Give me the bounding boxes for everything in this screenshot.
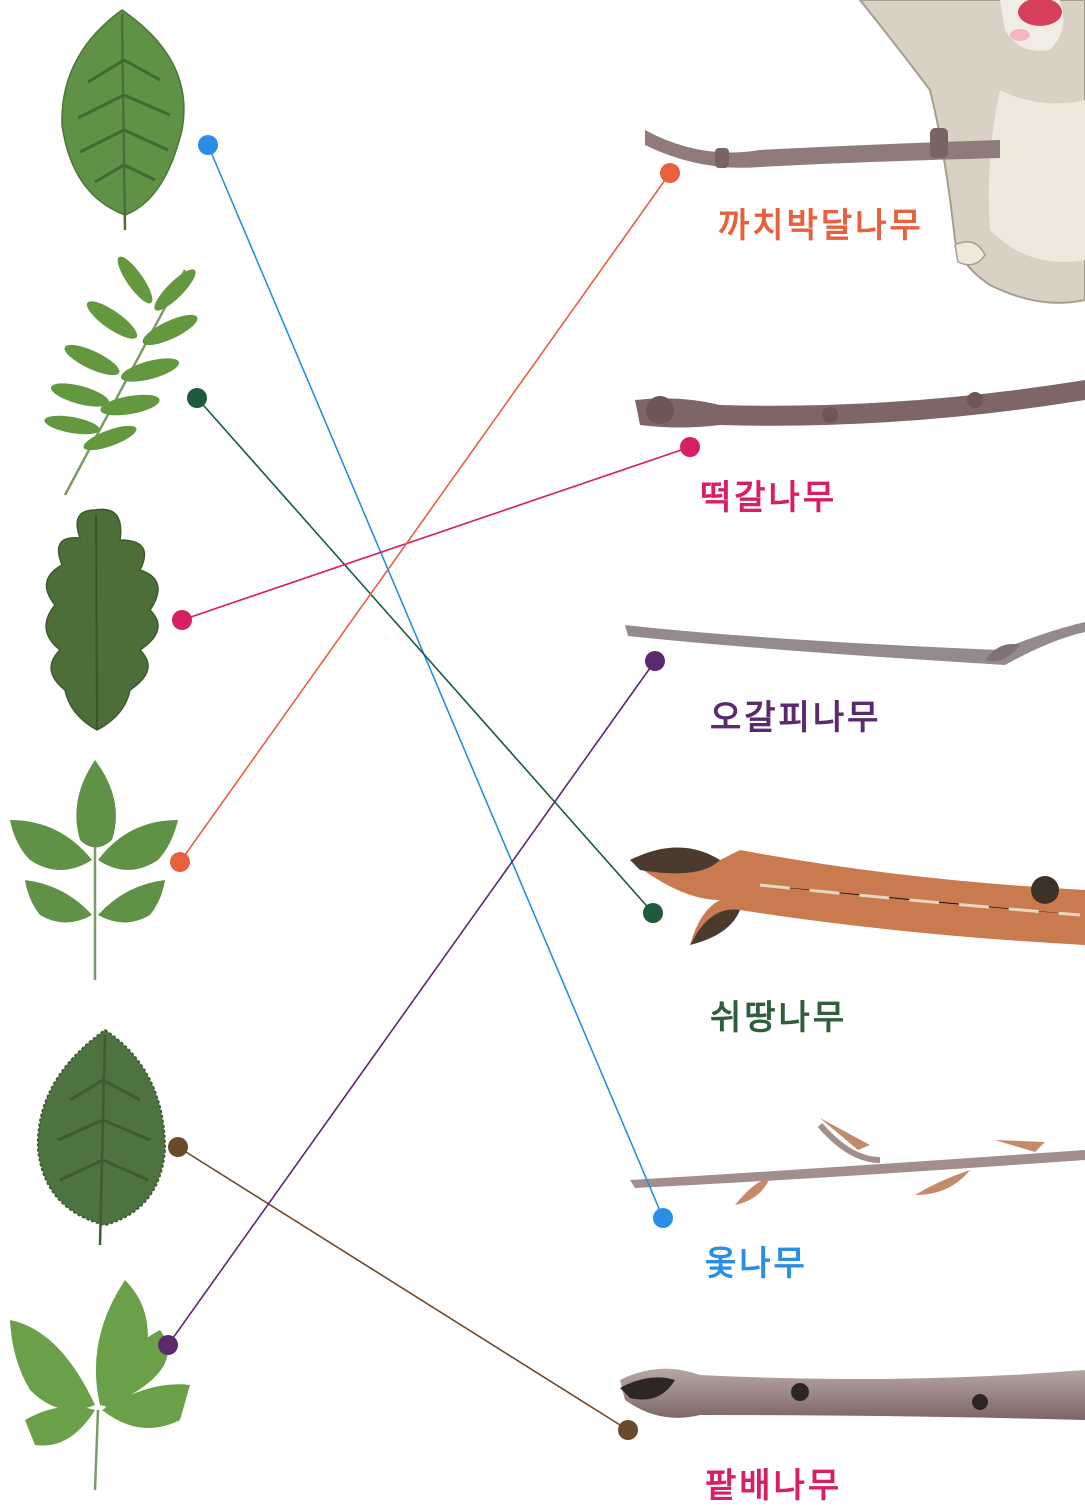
leaf-dot-3[interactable] bbox=[170, 852, 190, 872]
twig-pat[interactable] bbox=[620, 1369, 1085, 1420]
leaf-dot-0[interactable] bbox=[198, 135, 218, 155]
pinnate-leaf[interactable] bbox=[43, 252, 201, 495]
connection-line-0 bbox=[208, 145, 663, 1218]
label-swi: 쉬땅나무 bbox=[710, 990, 847, 1039]
label-tteok: 떡갈나무 bbox=[700, 470, 837, 519]
oval-leaf[interactable] bbox=[62, 10, 184, 230]
twig-dot-5[interactable] bbox=[645, 651, 665, 671]
label-ogal: 오갈피나무 bbox=[710, 690, 881, 739]
leaf-dot-4[interactable] bbox=[168, 1137, 188, 1157]
connection-lines bbox=[158, 135, 700, 1440]
leaf-dot-2[interactable] bbox=[172, 610, 192, 630]
twig-swi[interactable] bbox=[630, 848, 1085, 946]
connection-line-2 bbox=[182, 447, 690, 620]
lobed-oak-leaf[interactable] bbox=[46, 509, 158, 730]
trifoliate-pinnate-leaf[interactable] bbox=[10, 760, 178, 980]
connection-line-1 bbox=[197, 398, 653, 913]
label-ot: 옻나무 bbox=[705, 1236, 808, 1285]
leaf-dot-5[interactable] bbox=[158, 1335, 178, 1355]
twig-ogal[interactable] bbox=[625, 622, 1085, 665]
twig-dot-3[interactable] bbox=[660, 163, 680, 183]
twig-ot[interactable] bbox=[630, 1118, 1085, 1205]
label-kachi: 까치박달나무 bbox=[718, 198, 924, 247]
connection-line-3 bbox=[180, 173, 670, 862]
twig-dot-2[interactable] bbox=[680, 437, 700, 457]
twig-dot-0[interactable] bbox=[653, 1208, 673, 1228]
twig-dot-1[interactable] bbox=[643, 903, 663, 923]
twig-dot-4[interactable] bbox=[618, 1420, 638, 1440]
palmate-leaf[interactable] bbox=[10, 1280, 190, 1490]
serrated-ovate-leaf[interactable] bbox=[38, 1030, 165, 1245]
twig-tteok[interactable] bbox=[635, 380, 1085, 428]
connection-line-4 bbox=[178, 1147, 628, 1430]
leaf-dot-1[interactable] bbox=[187, 388, 207, 408]
connection-line-5 bbox=[168, 661, 655, 1345]
